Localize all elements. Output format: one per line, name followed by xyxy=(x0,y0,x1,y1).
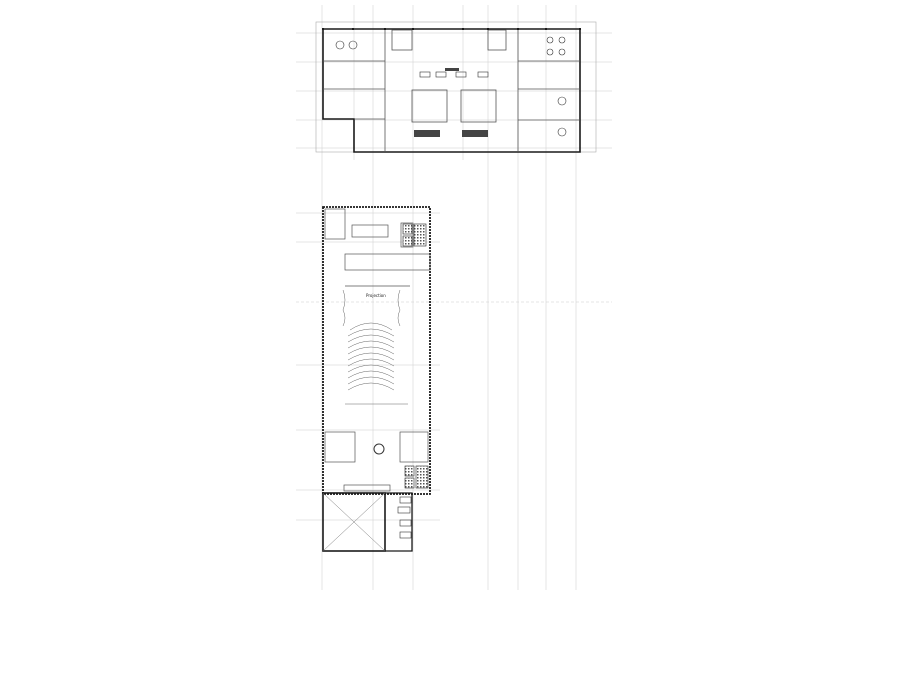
auditorium-plan xyxy=(296,206,612,552)
projection-label: Projection xyxy=(366,293,386,298)
upper-plan xyxy=(296,5,612,590)
